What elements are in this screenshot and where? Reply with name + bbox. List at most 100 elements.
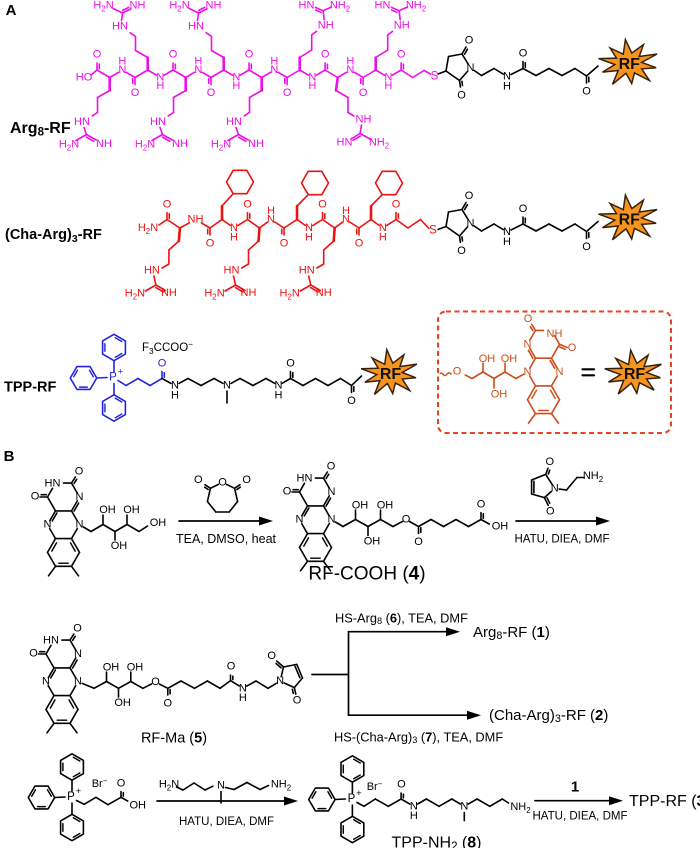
svg-text:N: N: [118, 64, 126, 76]
svg-text:O: O: [163, 199, 172, 211]
svg-text:S: S: [429, 225, 437, 237]
svg-text:O: O: [397, 49, 406, 61]
svg-text:NH: NH: [188, 214, 204, 226]
svg-text:N: N: [239, 682, 247, 694]
svg-text:HATU, DIEA, DMF: HATU, DIEA, DMF: [179, 816, 274, 828]
svg-text:H: H: [379, 232, 387, 244]
svg-text:N: N: [270, 64, 278, 76]
svg-text:N: N: [74, 676, 82, 688]
svg-text:OH: OH: [114, 697, 131, 709]
svg-text:O: O: [457, 90, 466, 102]
svg-text:N: N: [342, 214, 350, 226]
svg-text:OH: OH: [123, 504, 140, 516]
svg-text:NH: NH: [206, 0, 222, 12]
svg-text:O: O: [245, 49, 254, 61]
svg-text:OH: OH: [479, 353, 496, 365]
svg-text:HN: HN: [112, 21, 128, 33]
svg-text:TEA, DMSO, heat: TEA, DMSO, heat: [176, 532, 277, 546]
svg-text:+: +: [356, 788, 361, 798]
svg-text:HN: HN: [299, 0, 315, 12]
svg-text:N: N: [384, 72, 392, 84]
svg-text:NH: NH: [172, 138, 188, 150]
svg-text:TPP-RF (3): TPP-RF (3): [629, 793, 700, 810]
svg-text:H: H: [410, 810, 418, 822]
svg-text:O: O: [582, 86, 591, 98]
svg-text:NH2: NH2: [330, 0, 350, 13]
svg-text:+: +: [76, 786, 81, 796]
svg-text:H: H: [171, 390, 179, 402]
svg-text:OH: OH: [491, 389, 508, 401]
svg-text:O: O: [206, 238, 215, 250]
svg-text:O: O: [568, 342, 577, 354]
svg-text:NH2: NH2: [583, 470, 603, 484]
svg-text:H: H: [305, 232, 313, 244]
svg-text:O: O: [465, 190, 474, 202]
svg-text:HN: HN: [226, 116, 242, 128]
svg-text:OH: OH: [364, 536, 381, 548]
svg-text:(Cha-Arg)3-RF: (Cha-Arg)3-RF: [5, 227, 102, 245]
svg-text:HO: HO: [76, 72, 93, 84]
svg-text:H2N: H2N: [159, 779, 179, 793]
svg-text:N: N: [551, 483, 559, 495]
svg-text:H: H: [384, 80, 392, 92]
svg-text:O: O: [117, 777, 126, 789]
svg-text:Br−: Br−: [367, 779, 383, 793]
svg-text:RF: RF: [619, 55, 641, 72]
svg-text:H2N: H2N: [138, 222, 158, 236]
svg-text:OH: OH: [103, 662, 120, 674]
svg-text:(Cha-Arg)3-RF (2): (Cha-Arg)3-RF (2): [489, 707, 608, 726]
svg-text:NH: NH: [248, 138, 264, 150]
svg-text:N: N: [232, 72, 240, 84]
svg-text:O: O: [151, 676, 160, 688]
svg-text:NH2: NH2: [510, 801, 530, 815]
svg-text:O: O: [93, 49, 102, 61]
svg-text:B: B: [4, 448, 15, 465]
svg-text:O: O: [31, 491, 40, 503]
svg-text:RF-COOH (4): RF-COOH (4): [308, 563, 425, 584]
svg-text:NH: NH: [394, 20, 410, 32]
svg-text:HN: HN: [188, 21, 204, 33]
svg-text:HS-Arg8 (6), TEA, DMF: HS-Arg8 (6), TEA, DMF: [335, 610, 468, 626]
svg-text:N: N: [556, 366, 564, 378]
svg-text:H: H: [342, 205, 350, 217]
svg-text:TPP-RF: TPP-RF: [4, 380, 57, 396]
svg-text:NH: NH: [356, 114, 372, 126]
svg-text:N: N: [74, 648, 82, 660]
svg-text:OH: OH: [129, 800, 146, 812]
svg-text:RF: RF: [619, 211, 641, 228]
svg-text:O: O: [169, 49, 178, 61]
svg-text:O: O: [392, 199, 401, 211]
svg-text:O: O: [218, 477, 227, 489]
svg-text:HATU, DIEA, DMF: HATU, DIEA, DMF: [533, 811, 628, 823]
svg-text:O: O: [524, 313, 533, 325]
svg-text:NH: NH: [547, 328, 563, 340]
svg-text:OH: OH: [377, 500, 394, 512]
svg-text:O: O: [359, 87, 368, 99]
svg-text:O: O: [75, 466, 84, 478]
svg-text:OH: OH: [111, 540, 128, 552]
svg-text:N: N: [328, 514, 336, 526]
svg-text:NH: NH: [318, 20, 334, 32]
svg-text:NH2: NH2: [369, 137, 389, 151]
svg-text:H2N: H2N: [280, 288, 300, 302]
svg-text:N: N: [503, 226, 511, 238]
svg-text:P: P: [67, 791, 75, 803]
svg-text:HN: HN: [224, 265, 240, 277]
svg-text:H: H: [308, 80, 316, 92]
svg-text:H2N: H2N: [93, 0, 113, 13]
svg-text:F3CCOO−: F3CCOO−: [142, 339, 193, 356]
svg-text:N: N: [156, 72, 164, 84]
svg-text:S: S: [431, 71, 439, 83]
svg-text:N: N: [460, 800, 468, 812]
svg-text:O: O: [414, 536, 423, 548]
svg-text:O: O: [243, 199, 252, 211]
svg-text:NH2: NH2: [271, 779, 291, 793]
svg-text:O: O: [158, 358, 167, 370]
svg-text:O: O: [519, 48, 528, 60]
svg-text:O: O: [194, 474, 203, 486]
svg-text:OH: OH: [99, 504, 116, 516]
svg-text:HN: HN: [45, 478, 61, 490]
svg-text:H: H: [270, 56, 278, 68]
svg-text:HN: HN: [375, 0, 391, 12]
svg-text:O: O: [242, 474, 251, 486]
